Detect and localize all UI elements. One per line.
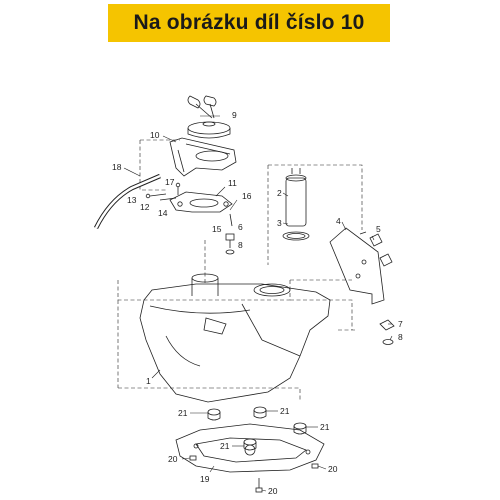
bolt-washer bbox=[225, 233, 235, 255]
callout-8-left: 8 bbox=[238, 240, 243, 250]
filler-housing-part bbox=[169, 137, 237, 177]
callout-16: 16 bbox=[242, 191, 252, 201]
nut-washer-right bbox=[379, 319, 395, 345]
breather-hose-part bbox=[93, 173, 161, 230]
fuel-cap-part bbox=[187, 95, 231, 139]
callout-13: 13 bbox=[127, 195, 137, 205]
callout-18: 18 bbox=[112, 162, 122, 172]
callout-11: 11 bbox=[228, 178, 237, 188]
callout-8-right: 8 bbox=[398, 332, 403, 342]
header-banner: Na obrázku díl číslo 10 bbox=[108, 4, 390, 42]
rubber-mounts bbox=[207, 406, 307, 451]
heat-shield-part bbox=[329, 227, 385, 305]
fuel-pump-part bbox=[282, 168, 310, 241]
callout-21-c: 21 bbox=[320, 422, 330, 432]
callout-21-d: 21 bbox=[220, 441, 230, 451]
callout-1: 1 bbox=[146, 376, 151, 386]
callout-9: 9 bbox=[232, 110, 237, 120]
callout-14: 14 bbox=[158, 208, 168, 218]
callout-21-a: 21 bbox=[178, 408, 188, 418]
callout-labels: 9 10 18 17 11 13 16 12 14 15 6 8 2 3 4 5… bbox=[112, 110, 403, 496]
callout-21-b: 21 bbox=[280, 406, 290, 416]
bottom-plate-part bbox=[175, 423, 325, 473]
banner-title: Na obrázku díl číslo 10 bbox=[133, 11, 365, 34]
callout-20-a: 20 bbox=[168, 454, 178, 464]
callout-20-c: 20 bbox=[268, 486, 278, 496]
callout-20-b: 20 bbox=[328, 464, 338, 474]
callout-17: 17 bbox=[165, 177, 175, 187]
callout-2: 2 bbox=[277, 188, 282, 198]
leader-lines bbox=[123, 115, 393, 492]
callout-15: 15 bbox=[212, 224, 222, 234]
bracket-part bbox=[169, 191, 233, 213]
callout-4: 4 bbox=[336, 216, 341, 226]
callout-6: 6 bbox=[238, 222, 243, 232]
callout-12: 12 bbox=[140, 202, 150, 212]
clip-fasteners bbox=[359, 231, 393, 267]
callout-19: 19 bbox=[200, 474, 210, 484]
small-fasteners bbox=[145, 182, 233, 227]
callout-10: 10 bbox=[150, 130, 160, 140]
callout-5: 5 bbox=[376, 224, 381, 234]
callout-3: 3 bbox=[277, 218, 282, 228]
callout-7: 7 bbox=[398, 319, 403, 329]
fuel-tank-part bbox=[139, 273, 331, 403]
